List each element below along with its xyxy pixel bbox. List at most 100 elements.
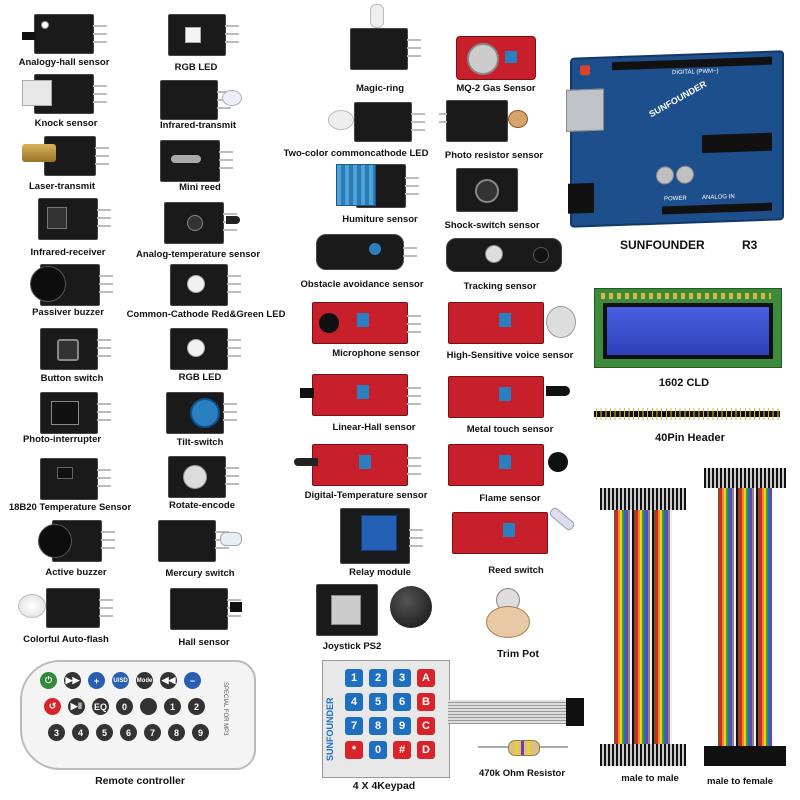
thermistor <box>226 216 240 224</box>
keypad-key[interactable]: 2 <box>369 669 387 687</box>
remote-button[interactable]: ◀◀ <box>160 672 177 689</box>
label-microphone: Microphone sensor <box>332 348 420 359</box>
buzzer <box>38 524 72 558</box>
label-passive-buzzer: Passiver buzzer <box>32 307 104 318</box>
remote-button[interactable]: 5 <box>96 724 113 741</box>
label-male-male: male to male <box>621 773 679 784</box>
remote-button[interactable]: Mode <box>136 672 153 689</box>
module-board <box>439 100 508 142</box>
keypad-key[interactable]: A <box>417 669 435 687</box>
remote-button[interactable]: 9 <box>192 724 209 741</box>
infrared-receiver-module <box>28 196 114 240</box>
keypad-key[interactable]: B <box>417 693 435 711</box>
module-board <box>46 588 113 628</box>
keypad-key[interactable]: 6 <box>393 693 411 711</box>
remote-button[interactable]: ↺ <box>44 698 61 715</box>
usb-port <box>566 88 604 132</box>
capacitor <box>656 166 674 185</box>
remote-button[interactable]: + <box>88 672 105 689</box>
flame-module <box>448 442 578 488</box>
label-r3: R3 <box>742 238 758 252</box>
remote-button[interactable]: − <box>184 672 201 689</box>
metal-touch-module <box>448 374 578 420</box>
remote-button[interactable]: 0 <box>116 698 133 715</box>
module-board <box>316 584 378 636</box>
remote-button[interactable]: 2 <box>188 698 205 715</box>
microphone-module <box>312 300 422 346</box>
label-rotate-encode: Rotate-encode <box>169 500 235 511</box>
reset-button <box>580 65 590 76</box>
module-board <box>158 520 229 562</box>
remote-button[interactable]: ⏻ <box>40 672 57 689</box>
label-joystick: Joystick PS2 <box>322 641 382 652</box>
keypad-key[interactable]: 0 <box>369 741 387 759</box>
dht-sensor <box>336 164 376 206</box>
module-board <box>452 512 548 554</box>
mercury-tube <box>220 532 242 546</box>
module-board <box>350 28 421 70</box>
pot-body <box>486 606 530 638</box>
keypad-key[interactable]: D <box>417 741 435 759</box>
keypad-key[interactable]: 4 <box>345 693 363 711</box>
reed-switch-module <box>452 506 582 556</box>
keypad-key[interactable]: 1 <box>345 669 363 687</box>
keypad-key[interactable]: 3 <box>393 669 411 687</box>
remote-button[interactable]: 8 <box>168 724 185 741</box>
remote-button[interactable]: 1 <box>164 698 181 715</box>
knock-sensor-module <box>22 72 108 116</box>
flame-ir-led <box>548 452 568 472</box>
label-tilt-switch: Tilt-switch <box>176 437 224 448</box>
ds18b20-module <box>40 456 112 500</box>
led <box>328 110 354 130</box>
label-digital-temp: Digital-Temperature sensor <box>304 490 428 501</box>
module-board <box>170 328 241 370</box>
label-laser: Laser-transmit <box>29 181 95 192</box>
label-photo-interrupter: Photo-interrupter <box>22 434 102 445</box>
keypad-key[interactable]: 5 <box>369 693 387 711</box>
module-board <box>40 392 111 434</box>
wire-connectors-top <box>704 468 786 488</box>
module-board <box>456 36 536 80</box>
remote-button[interactable]: ▶‖ <box>68 698 85 715</box>
remote-button[interactable] <box>140 698 157 715</box>
tilt-switch-module <box>166 390 246 436</box>
label-common-cathode: Common-Cathode Red&Green LED <box>126 309 286 320</box>
reed-tube <box>548 506 576 532</box>
resistor-470k <box>478 740 568 756</box>
microphone-capsule <box>546 306 576 338</box>
keypad-key[interactable]: 9 <box>393 717 411 735</box>
mini-reed-module <box>160 138 240 184</box>
keypad-key[interactable]: C <box>417 717 435 735</box>
wire-connectors-bottom <box>600 744 686 766</box>
remote-button[interactable]: EQ <box>92 698 109 715</box>
digital-header <box>612 56 772 71</box>
board-brand: SUNFOUNDER <box>647 78 709 120</box>
remote-button[interactable]: 7 <box>144 724 161 741</box>
remote-button[interactable]: 3 <box>48 724 65 741</box>
keypad-key[interactable]: 7 <box>345 717 363 735</box>
module-board <box>448 302 544 344</box>
label-rgb-led-1: RGB LED <box>174 62 218 73</box>
keypad-key[interactable]: # <box>393 741 411 759</box>
hall-sensor-module <box>170 586 250 632</box>
jumper-wires-male-male <box>600 488 686 766</box>
keypad-key[interactable]: 8 <box>369 717 387 735</box>
keypad-key[interactable]: * <box>345 741 363 759</box>
remote-button[interactable]: U/SD <box>112 672 129 689</box>
board-power-label: POWER <box>664 195 687 203</box>
keypad-connector <box>566 698 584 726</box>
remote-button[interactable]: ▶▶ <box>64 672 81 689</box>
label-metal-touch: Metal touch sensor <box>466 424 554 435</box>
lcd-1602 <box>594 288 782 368</box>
touch-probe <box>546 386 570 396</box>
module-board <box>38 198 111 240</box>
analog-temp-module <box>164 200 254 246</box>
remote-button[interactable]: 6 <box>120 724 137 741</box>
hall-chip <box>22 32 36 40</box>
buzzer <box>30 266 66 302</box>
module-board <box>448 376 544 418</box>
wire-connectors-top <box>600 488 686 510</box>
remote-button[interactable]: 4 <box>72 724 89 741</box>
